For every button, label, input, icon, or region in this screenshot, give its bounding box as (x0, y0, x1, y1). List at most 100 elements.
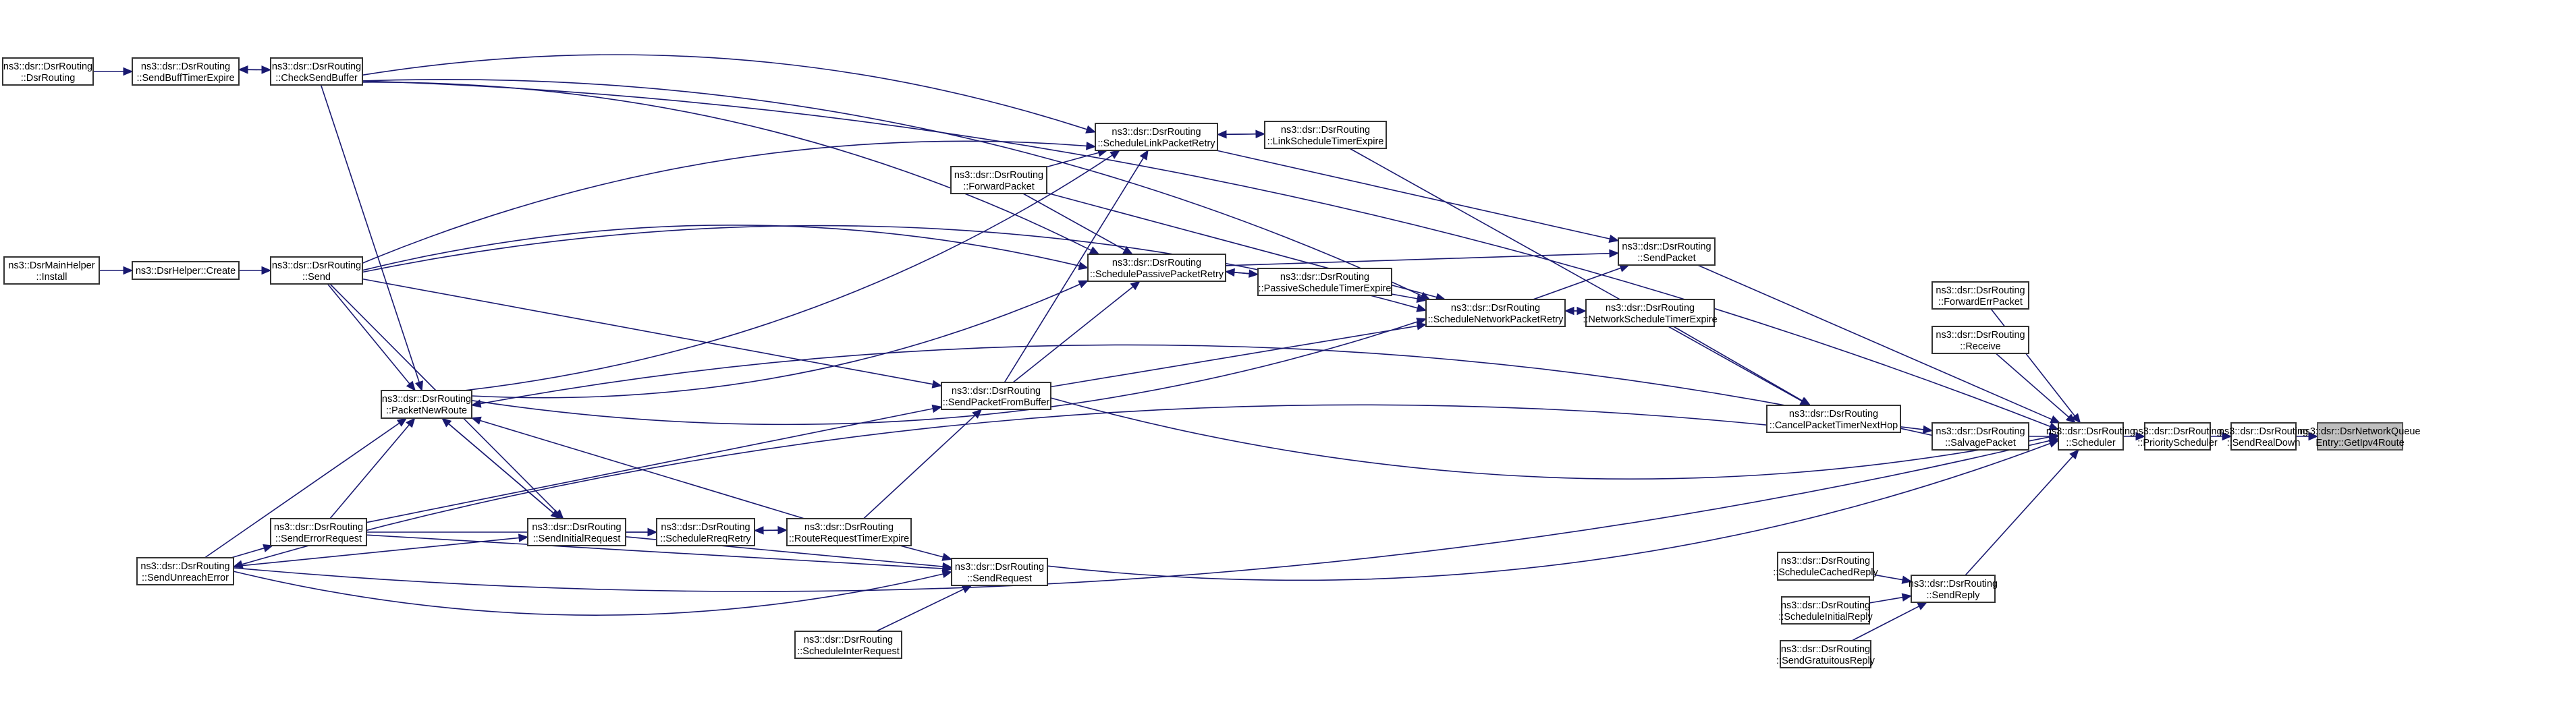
edge-line (1234, 272, 1259, 275)
node-sendpacket[interactable]: ns3::dsr::DsrRouting::SendPacket (1618, 237, 1716, 266)
node-box (1618, 237, 1716, 266)
node-sendrealdown[interactable]: ns3::dsr::DsrRouting::SendRealDown (2219, 422, 2308, 451)
edge-line (242, 404, 1767, 565)
node-label-line1: ns3::DsrMainHelper (8, 260, 94, 271)
edge-line (1216, 150, 1610, 239)
node-sendrequest[interactable]: ns3::dsr::DsrRouting::SendRequest (951, 558, 1048, 586)
edge-checksendbuffer-to-schedulenetworkpacketretry (362, 79, 1431, 300)
node-box (270, 518, 367, 546)
edge-scheduleinitialreply-to-sendreply (1869, 593, 1913, 604)
node-box (270, 57, 363, 86)
node-label-line2: ::SchedulePassivePacketRetry (1090, 269, 1224, 280)
node-mainhelper-install[interactable]: ns3::DsrMainHelper::Install (3, 256, 100, 285)
node-packetnewroute[interactable]: ns3::dsr::DsrRouting::PacketNewRoute (381, 390, 472, 419)
node-schedulepassivepacketretry[interactable]: ns3::dsr::DsrRouting::SchedulePassivePac… (1087, 254, 1226, 282)
node-forwardpacket[interactable]: ns3::dsr::DsrRouting::ForwardPacket (950, 166, 1047, 194)
edge-line (320, 84, 420, 382)
node-box (527, 518, 626, 546)
edge-scheduler-to-priorityscheduler (2123, 432, 2146, 441)
arrowhead-icon (972, 409, 983, 419)
edge-receive-to-scheduler (1995, 353, 2077, 424)
node-sendinitialrequest[interactable]: ns3::dsr::DsrRouting::SendInitialRequest (527, 518, 626, 546)
node-checksendbuffer[interactable]: ns3::dsr::DsrRouting::CheckSendBuffer (270, 57, 363, 86)
edge-sendreply-to-scheduler (1965, 449, 2079, 576)
node-schedulerreqretry[interactable]: ns3::dsr::DsrRouting::ScheduleRreqRetry (656, 518, 755, 546)
edge-line (1004, 157, 1144, 383)
node-sendgratuitousreply[interactable]: ns3::dsr::DsrRouting::SendGratuitousRepl… (1776, 640, 1875, 668)
node-box (2144, 422, 2211, 451)
node-box (3, 256, 100, 285)
edge-sendunreacherror-to-sendinitialrequest (233, 533, 529, 567)
edge-schedulepassivepacketretry-to-sendpacket (1225, 249, 1620, 266)
edge-sendpacketfrombuffer-to-schedulenetworkpacketretry (1050, 322, 1427, 388)
node-networkscheduletimerexpire[interactable]: ns3::dsr::DsrRouting::NetworkScheduleTim… (1583, 299, 1718, 327)
node-cancelpackettimernexthop[interactable]: ns3::dsr::DsrRouting::CancelPacketTimerN… (1766, 405, 1901, 433)
node-label-line2: ::SalvagePacket (1945, 438, 2016, 449)
node-label-line2: ::NetworkScheduleTimerExpire (1583, 314, 1717, 325)
node-box (132, 57, 240, 86)
node-priorityscheduler[interactable]: ns3::dsr::DsrRouting::PriorityScheduler (2133, 422, 2222, 451)
arrowhead-icon (931, 404, 943, 413)
node-linkscheduletimerexpire[interactable]: ns3::dsr::DsrRouting::LinkScheduleTimerE… (1264, 121, 1387, 149)
node-label-line1: ns3::dsr::DsrRouting (1909, 579, 1998, 589)
node-label-line1: ns3::dsr::DsrRouting (272, 61, 361, 72)
node-forwarderrpacket[interactable]: ns3::dsr::DsrRouting::ForwardErrPacket (1931, 281, 2029, 310)
edge-checksendbuffer-to-scheduler (362, 80, 2060, 431)
node-schedulecachedreply[interactable]: ns3::dsr::DsrRouting::ScheduleCachedRepl… (1773, 552, 1879, 581)
edge-line (233, 571, 943, 616)
node-box (951, 558, 1048, 586)
edge-line (362, 82, 1092, 251)
arrowhead-icon (238, 65, 248, 74)
node-schedulenetworkpacketretry[interactable]: ns3::dsr::DsrRouting::ScheduleNetworkPac… (1425, 299, 1566, 327)
edge-linkscheduletimerexpire-to-schedulelinkpacketretry (1216, 129, 1265, 139)
arrowhead-icon (406, 380, 416, 391)
edge-mainhelper-install-to-helper-create (99, 266, 134, 275)
arrowhead-icon (232, 560, 244, 569)
node-sendpacketfrombuffer[interactable]: ns3::dsr::DsrRouting::SendPacketFromBuff… (941, 382, 1051, 410)
node-helper-create[interactable]: ns3::DsrHelper::Create (132, 261, 240, 280)
node-routerequesttimerexpire[interactable]: ns3::dsr::DsrRouting::RouteRequestTimerE… (786, 518, 912, 546)
edge-line (362, 224, 1080, 271)
edge-line (362, 79, 1422, 297)
edge-line (366, 408, 933, 523)
node-box (950, 166, 1047, 194)
edge-line (231, 547, 265, 558)
node-box (1780, 640, 1871, 668)
arrowhead-icon (1416, 322, 1427, 330)
node-scheduler[interactable]: ns3::dsr::DsrRouting::Scheduler (2046, 422, 2135, 451)
node-label-line1: ns3::dsr::DsrRouting (1606, 303, 1695, 314)
node-passivescheduletimerexpire[interactable]: ns3::dsr::DsrRouting::PassiveScheduleTim… (1257, 268, 1392, 296)
node-schedulelinkpacketretry[interactable]: ns3::dsr::DsrRouting::ScheduleLinkPacket… (1095, 123, 1218, 151)
node-send[interactable]: ns3::dsr::DsrRouting::Send (270, 256, 363, 285)
node-dsrrouting[interactable]: ns3::dsr::DsrRouting::DsrRouting (2, 57, 94, 86)
node-label-line2: ::PassiveScheduleTimerExpire (1259, 283, 1392, 294)
node-salvagepacket[interactable]: ns3::dsr::DsrRouting::SalvagePacket (1931, 422, 2029, 451)
edge-schedulelinkpacketretry-to-sendpacket (1216, 150, 1620, 243)
node-sendreply[interactable]: ns3::dsr::DsrRouting::SendReply (1909, 575, 1998, 603)
edge-line (362, 140, 1087, 264)
node-scheduleinitialreply[interactable]: ns3::dsr::DsrRouting::ScheduleInitialRep… (1778, 596, 1873, 625)
node-label-line1: ns3::dsr::DsrRouting (274, 522, 363, 533)
node-label-line1: ns3::dsr::DsrRouting (1781, 600, 1870, 611)
node-label-line1: ns3::dsr::DsrRouting (382, 394, 471, 405)
node-label-line2: ::RouteRequestTimerExpire (789, 533, 909, 544)
node-sendbufftimerexpire[interactable]: ns3::dsr::DsrRouting::SendBuffTimerExpir… (132, 57, 240, 86)
arrowhead-icon (647, 527, 658, 537)
node-label-line2: ::SendRequest (967, 573, 1032, 584)
edge-line (1851, 606, 1919, 641)
node-receive[interactable]: ns3::dsr::DsrRouting::Receive (1931, 326, 2029, 354)
node-label-line1: ns3::dsr::DsrRouting (1789, 409, 1878, 420)
node-label-line2: ::SendReply (1927, 590, 1981, 601)
edge-line (1349, 148, 1803, 402)
edge-salvagepacket-to-packetnewroute (470, 344, 1933, 436)
edge-routerequesttimerexpire-to-schedulerreqretry (753, 526, 788, 535)
edge-send-to-sendpacketfrombuffer (362, 278, 943, 388)
node-label-line1: ns3::dsr::DsrRouting (2046, 426, 2135, 437)
node-senderrorrequest[interactable]: ns3::dsr::DsrRouting::SendErrorRequest (270, 518, 367, 546)
node-sendunreacherror[interactable]: ns3::dsr::DsrRouting::SendUnreachError (136, 557, 234, 585)
edge-line (464, 154, 1113, 391)
edge-send-to-schedulepassivepacketretry (362, 224, 1089, 271)
node-scheduleinterrequest[interactable]: ns3::dsr::DsrRouting::ScheduleInterReque… (794, 631, 902, 659)
node-box (794, 631, 902, 659)
arrowhead-icon (1564, 306, 1574, 316)
